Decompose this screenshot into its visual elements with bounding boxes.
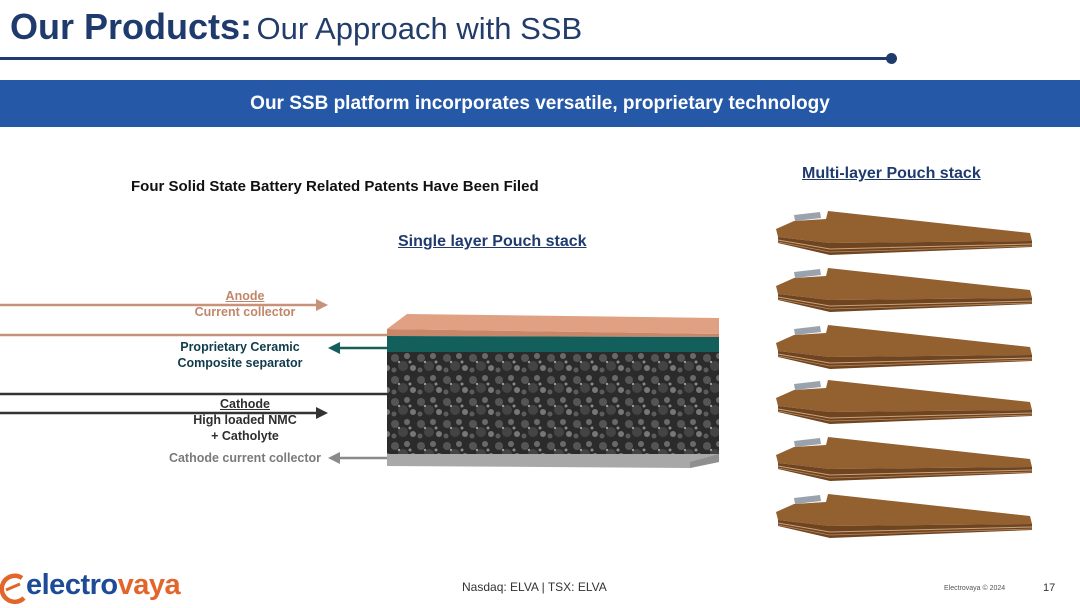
pouch-top xyxy=(776,268,1032,300)
pouch-edge xyxy=(778,520,1032,538)
pouch-stripe xyxy=(777,410,1033,422)
electrovaya-logo xyxy=(0,573,26,604)
separator-line-1: Proprietary Ceramic xyxy=(180,340,300,354)
logo-wordmark: electrovaya xyxy=(26,569,181,602)
cathode-title: Cathode xyxy=(220,397,270,411)
pouch-stripe xyxy=(777,465,1033,476)
pouch-edge xyxy=(778,351,1032,369)
cathode-line-3: + Catholyte xyxy=(211,429,279,443)
patents-statement: Four Solid State Battery Related Patents… xyxy=(131,178,539,195)
page-number: 17 xyxy=(1043,582,1056,594)
pouch-edge xyxy=(778,294,1032,312)
pouch-cell xyxy=(776,494,1033,538)
cathode-collector-label: Cathode current collector xyxy=(168,451,322,465)
cathode-cc-arrow-head xyxy=(328,452,340,464)
pouch-stripe xyxy=(777,467,1033,479)
separator-line-2: Composite separator xyxy=(177,356,303,370)
pouch-top xyxy=(776,494,1032,526)
cathode-collector-layer xyxy=(387,454,719,468)
pouch-edge xyxy=(778,237,1032,255)
separator-layer xyxy=(387,336,719,354)
pouch-cell xyxy=(776,325,1033,369)
anode-top-face xyxy=(387,314,719,334)
pouch-edge xyxy=(778,463,1032,481)
anode-title: Anode xyxy=(225,289,265,303)
headline-banner: Our SSB platform incorporates versatile,… xyxy=(0,80,1080,127)
separator-arrow-head xyxy=(328,342,340,354)
pouch-stripe xyxy=(777,298,1033,310)
pouch-cell xyxy=(776,268,1033,312)
pouch-cell xyxy=(776,437,1033,481)
tab-icon xyxy=(794,381,821,390)
pouch-stripe xyxy=(777,355,1033,367)
pouch-stripe xyxy=(777,353,1033,364)
anode-arrow-head xyxy=(316,299,328,311)
pouch-top xyxy=(776,437,1032,469)
tab-icon xyxy=(794,438,821,447)
anode-layer xyxy=(387,329,719,337)
exchange-listing: Nasdaq: ELVA | TSX: ELVA xyxy=(462,580,607,594)
title-underline-dot xyxy=(886,53,897,64)
title-underline xyxy=(0,57,890,60)
pouch-top xyxy=(776,380,1032,412)
cathode-label: Cathode High loaded NMC + Catholyte xyxy=(170,396,320,444)
multi-layer-diagram xyxy=(776,211,1033,538)
pouch-cell xyxy=(776,380,1033,424)
copyright: Electrovaya © 2024 xyxy=(944,585,1006,592)
anode-label: Anode Current collector xyxy=(170,288,320,320)
pouch-stripe xyxy=(777,296,1033,307)
cathode-layer xyxy=(387,352,719,454)
multi-layer-heading: Multi-layer Pouch stack xyxy=(802,165,981,182)
page-title: Our Products: Our Approach with SSB xyxy=(10,6,582,48)
tab-icon xyxy=(794,212,821,221)
pouch-edge xyxy=(778,406,1032,424)
logo-part-2: vaya xyxy=(117,569,181,601)
pouch-cell xyxy=(776,211,1033,255)
pouch-top xyxy=(776,211,1032,243)
pouch-stripe xyxy=(777,239,1033,250)
tab-icon xyxy=(794,495,821,504)
logo-part-1: electro xyxy=(26,569,118,601)
tab-icon xyxy=(794,269,821,278)
pouch-stripe xyxy=(777,522,1033,533)
pouch-stripe xyxy=(777,408,1033,419)
cathode-collector-edge xyxy=(690,454,719,468)
anode-subtitle: Current collector xyxy=(194,305,296,319)
pouch-stripe xyxy=(777,524,1033,536)
cathode-line-2: High loaded NMC xyxy=(193,413,297,427)
cathode-arrow-head xyxy=(316,407,328,419)
single-layer-heading: Single layer Pouch stack xyxy=(398,233,587,250)
separator-label: Proprietary Ceramic Composite separator xyxy=(160,339,320,371)
title-rest: Our Approach with SSB xyxy=(256,11,583,46)
title-bold: Our Products: xyxy=(10,6,253,47)
pouch-stripe xyxy=(777,241,1033,253)
tab-icon xyxy=(794,326,821,335)
pouch-top xyxy=(776,325,1032,357)
